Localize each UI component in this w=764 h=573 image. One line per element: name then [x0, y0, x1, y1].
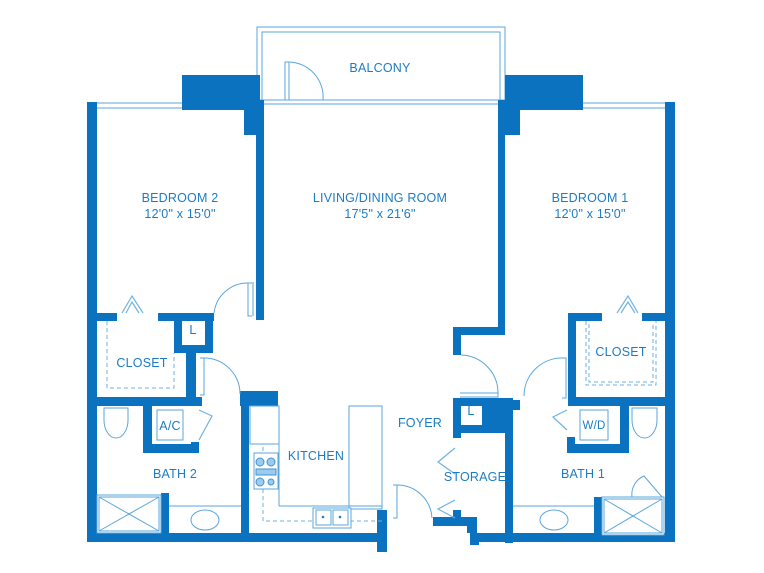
foyer-label: FOYER	[395, 415, 445, 431]
room-name: BEDROOM 1	[551, 191, 629, 205]
room-name: STORAGE	[443, 470, 507, 484]
interior-walls	[87, 100, 673, 543]
room-name: BALCONY	[349, 61, 411, 75]
room-name: LIVING/DINING ROOM	[312, 191, 448, 205]
bedroom1-label: BEDROOM 1 12'0" x 15'0"	[520, 190, 660, 222]
bath2-fixtures	[96, 407, 241, 534]
kitchen-fixtures	[249, 405, 383, 529]
closet2-label: CLOSET	[110, 355, 174, 371]
room-name: BATH 2	[152, 467, 198, 481]
wd-label: W/D	[578, 418, 610, 434]
room-name: FOYER	[397, 416, 443, 430]
room-name: CLOSET	[595, 345, 647, 359]
room-name: BATH 1	[560, 467, 606, 481]
linen1-label: L	[461, 403, 481, 419]
room-name: BEDROOM 2	[141, 191, 219, 205]
kitchen-label: KITCHEN	[283, 448, 349, 464]
room-name: L	[189, 323, 197, 337]
room-name: CLOSET	[116, 356, 168, 370]
room-name: W/D	[582, 420, 606, 432]
bath2-label: BATH 2	[145, 466, 205, 482]
closet-rails	[106, 321, 657, 389]
room-dimensions: 12'0" x 15'0"	[144, 207, 216, 221]
room-name: KITCHEN	[287, 449, 345, 463]
linen2-label: L	[183, 322, 203, 338]
bedroom2-label: BEDROOM 2 12'0" x 15'0"	[110, 190, 250, 222]
bath1-fixtures	[513, 407, 665, 536]
doors	[121, 282, 663, 519]
room-dimensions: 12'0" x 15'0"	[554, 207, 626, 221]
balcony-label: BALCONY	[330, 60, 430, 76]
living-label: LIVING/DINING ROOM 17'5" x 21'6"	[300, 190, 460, 222]
bath1-label: BATH 1	[553, 466, 613, 482]
ac-label: A/C	[155, 418, 185, 434]
closet1-label: CLOSET	[588, 344, 654, 360]
room-name: A/C	[159, 419, 181, 433]
room-name: L	[467, 404, 475, 418]
storage-label: STORAGE	[443, 469, 507, 485]
room-dimensions: 17'5" x 21'6"	[344, 207, 416, 221]
